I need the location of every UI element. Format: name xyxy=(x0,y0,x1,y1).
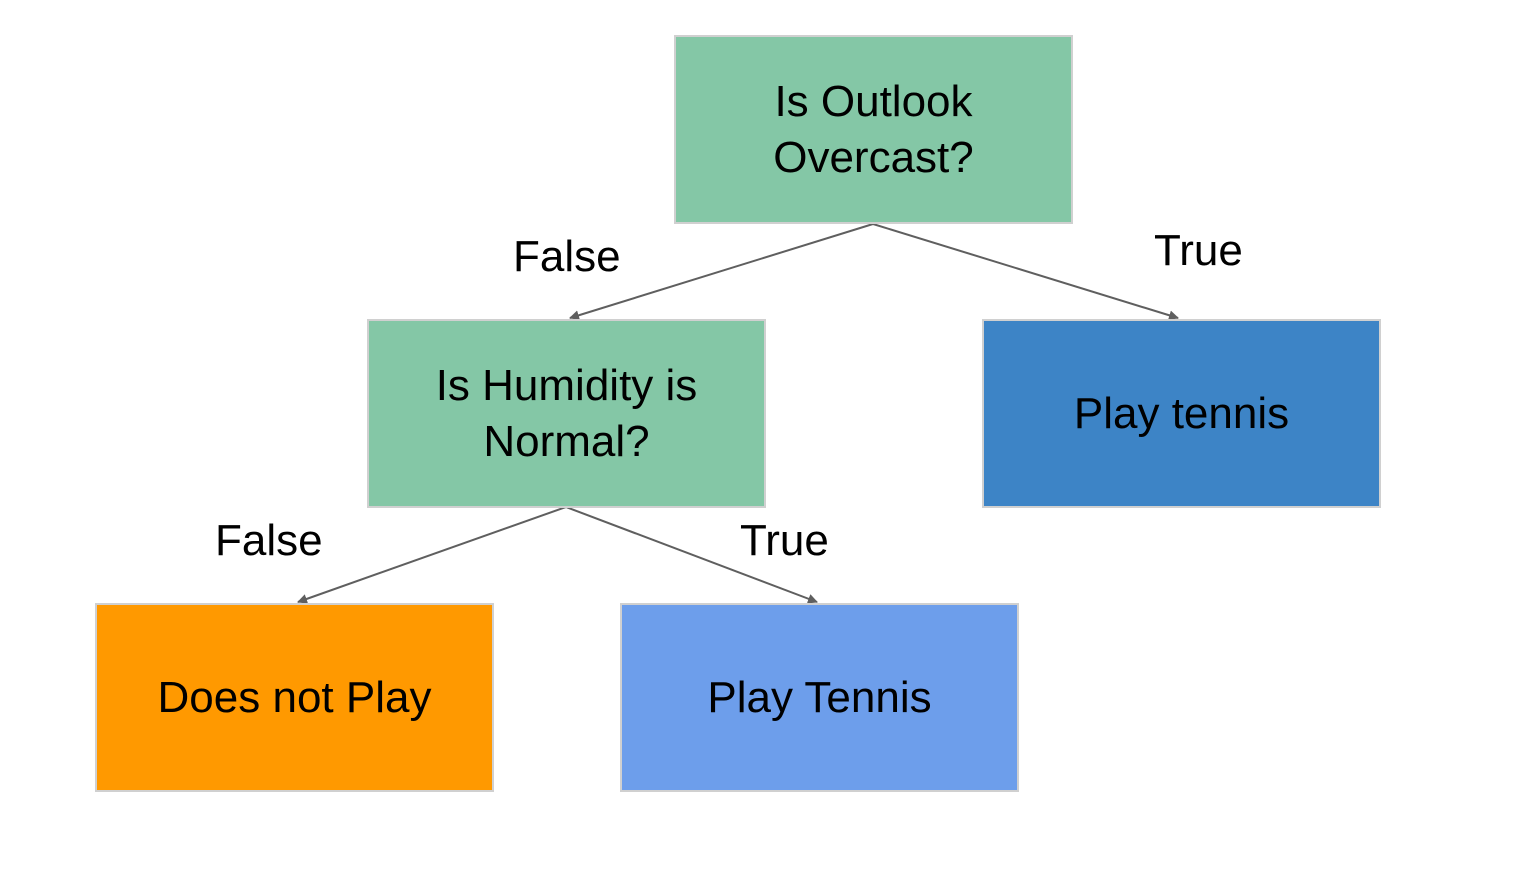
node-does-not-play: Does not Play xyxy=(95,603,494,792)
node-humidity: Is Humidity is Normal? xyxy=(367,319,766,508)
node-humidity-line1: Is Humidity is xyxy=(435,360,698,410)
edge-root-to-play-tennis xyxy=(872,223,1179,321)
node-does-not-play-label: Does not Play xyxy=(157,672,432,722)
node-root: Is Outlook Overcast? xyxy=(674,35,1073,224)
edge-label-humidity-false: False xyxy=(215,516,323,565)
edge-humidity-to-does-not-play xyxy=(297,506,567,604)
edge-root-to-humidity xyxy=(569,223,874,321)
edge-label-root-false: False xyxy=(513,232,621,281)
node-humidity-line2: Normal? xyxy=(483,416,650,466)
edge-label-humidity-true: True xyxy=(740,516,829,565)
edge-label-root-true: True xyxy=(1154,226,1243,275)
node-play-tennis-top: Play tennis xyxy=(982,319,1381,508)
node-play-tennis-bottom-label: Play Tennis xyxy=(707,672,932,722)
node-root-line2: Overcast? xyxy=(773,132,974,182)
edge-humidity-to-play-tennis xyxy=(565,506,818,604)
node-play-tennis-bottom: Play Tennis xyxy=(620,603,1019,792)
node-play-tennis-top-label: Play tennis xyxy=(1073,388,1290,438)
node-root-line1: Is Outlook xyxy=(774,76,973,126)
